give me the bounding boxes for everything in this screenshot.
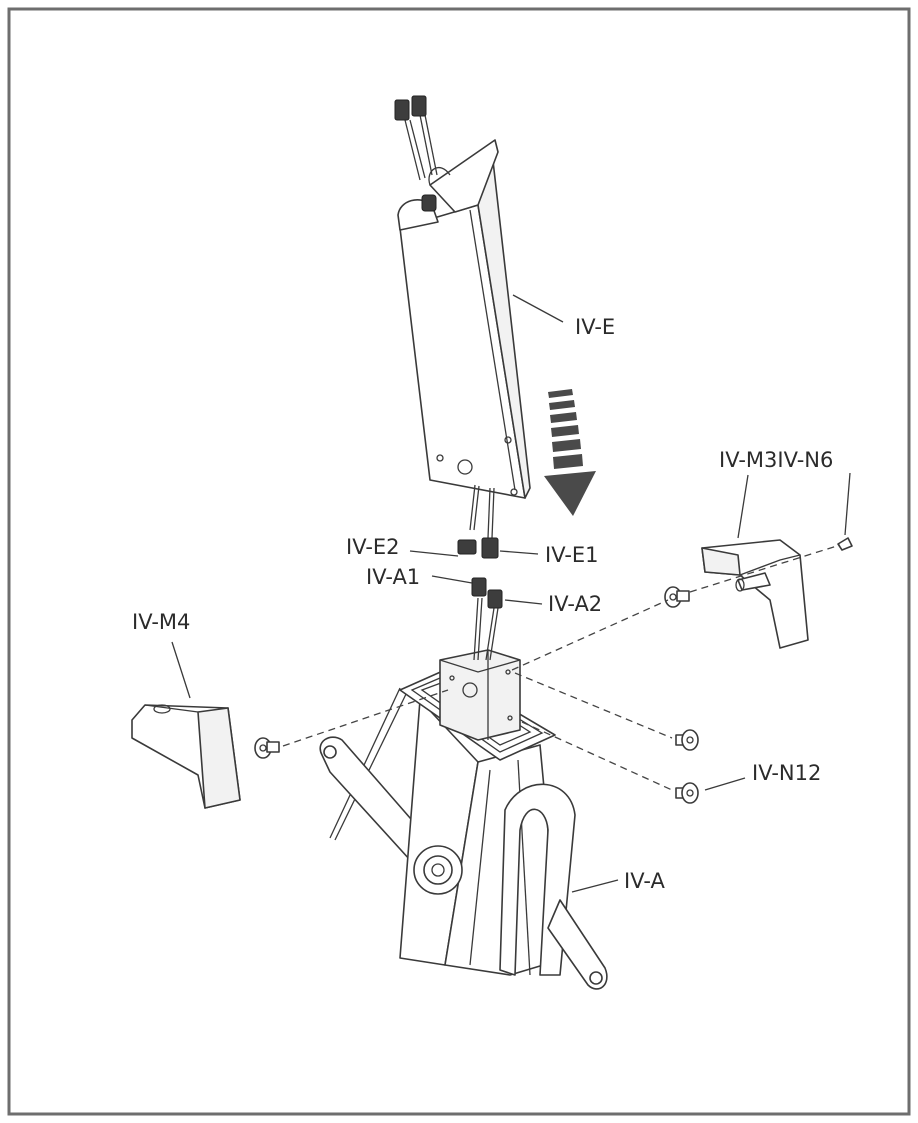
label-iv-e: IV-E xyxy=(575,315,615,339)
screw-iv-n6 xyxy=(837,537,853,551)
cover-iv-m4 xyxy=(131,704,241,809)
label-iv-a1: IV-A1 xyxy=(366,565,420,589)
label-iv-a: IV-A xyxy=(624,869,665,893)
label-iv-n6: IV-N6 xyxy=(777,448,833,472)
bolt-left xyxy=(254,737,280,759)
bolt-upper-right xyxy=(664,586,690,608)
label-iv-m3: IV-M3 xyxy=(719,448,777,472)
frame-wires xyxy=(471,577,503,661)
callouts: IV-E IV-M3 IV-N6 IV-E2 IV-E1 IV-A1 IV-A2… xyxy=(132,315,833,893)
label-iv-m4: IV-M4 xyxy=(132,610,190,634)
label-iv-e1: IV-E1 xyxy=(545,543,599,567)
bolt-lower xyxy=(675,782,699,804)
cover-iv-m3 xyxy=(701,539,809,649)
down-arrow-icon xyxy=(544,389,596,516)
alignment-lines xyxy=(282,544,841,791)
leader-lines xyxy=(171,294,851,893)
console-mast-iv-e xyxy=(394,95,531,559)
main-frame-iv-a xyxy=(319,649,608,990)
label-iv-n12: IV-N12 xyxy=(752,761,821,785)
label-iv-e2: IV-E2 xyxy=(346,535,400,559)
bolt-middle xyxy=(675,729,699,751)
label-iv-a2: IV-A2 xyxy=(548,592,602,616)
